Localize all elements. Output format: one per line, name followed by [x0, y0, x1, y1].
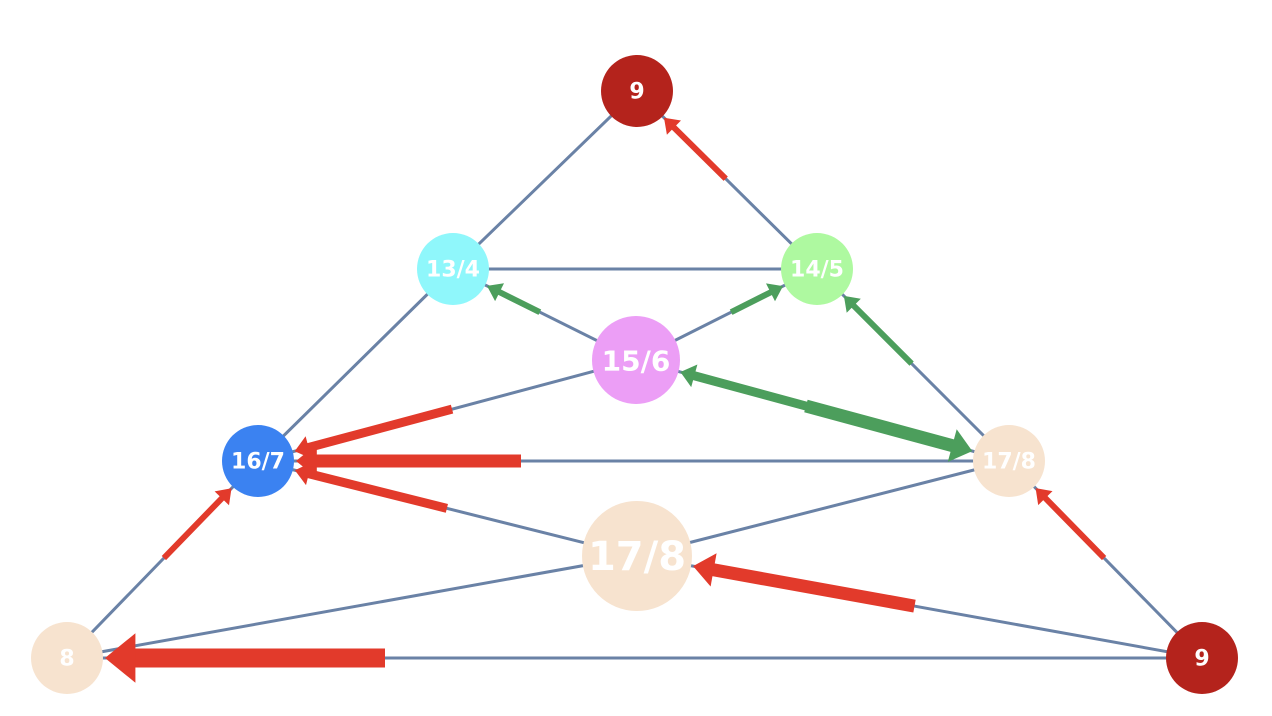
- node-label: 17/8: [982, 450, 1036, 475]
- flow-arrow-head: [843, 295, 861, 313]
- nodes-layer: 9 13/4 14/5 15/6 16/7 17/8 17/8 8 9: [31, 55, 1238, 694]
- flow-arrow-shaft: [850, 302, 914, 366]
- flow-arrow-mid-right-to-mid-left: [296, 444, 521, 478]
- node-center-lower: 17/8: [582, 501, 692, 611]
- flow-arrow-shaft: [729, 289, 773, 315]
- flow-arrow-upper-right-to-top: [664, 117, 728, 181]
- flow-arrow-head: [296, 444, 317, 478]
- node-circle: [781, 233, 853, 305]
- flow-arrow-center-lower-to-mid-left: [294, 462, 448, 513]
- node-circle: [222, 425, 294, 497]
- node-circle: [592, 316, 680, 404]
- node-top: 9: [601, 55, 673, 127]
- flow-arrow-center-upper-to-upper-right: [729, 283, 783, 315]
- edge-upper-left-to-mid-left: [256, 267, 455, 463]
- node-upper-left: 13/4: [417, 233, 489, 305]
- flow-arrow-head: [680, 364, 698, 388]
- node-circle: [31, 622, 103, 694]
- node-label: 17/8: [588, 534, 686, 580]
- flow-arrow-head: [664, 117, 681, 135]
- node-circle: [1166, 622, 1238, 694]
- flow-arrow-head: [487, 283, 504, 302]
- node-label: 9: [629, 80, 644, 105]
- node-circle: [973, 425, 1045, 497]
- edge-center-lower-to-bottom-left: [66, 554, 638, 660]
- node-bottom-right: 9: [1166, 622, 1238, 694]
- flow-arrow-shaft: [671, 124, 728, 181]
- flow-arrow-bottom-left-to-mid-left: [161, 488, 232, 561]
- flow-arrow-shaft: [497, 289, 542, 315]
- flow-arrow-head: [947, 429, 973, 462]
- node-label: 15/6: [602, 345, 671, 378]
- edge-top-to-upper-left: [451, 89, 639, 271]
- node-label: 14/5: [790, 258, 844, 283]
- flow-arrow-shaft: [1042, 495, 1107, 561]
- flow-arrow-head: [105, 633, 136, 683]
- flow-arrow-head: [214, 488, 232, 506]
- flow-arrow-bottom-right-to-bottom-left: [105, 633, 385, 683]
- node-label: 13/4: [426, 258, 480, 283]
- flow-arrow-head: [766, 283, 783, 302]
- node-mid-right: 17/8: [973, 425, 1045, 497]
- node-circle: [582, 501, 692, 611]
- flow-arrow-bottom-right-to-mid-right: [1035, 488, 1107, 561]
- flow-arrow-bottom-right-to-center-lower: [693, 553, 916, 613]
- flow-arrow-shaft: [711, 563, 916, 613]
- node-mid-left: 16/7: [222, 425, 294, 497]
- flow-arrow-shaft: [306, 404, 454, 453]
- flow-arrow-center-upper-to-mid-left: [294, 404, 454, 459]
- flow-arrow-shaft: [692, 371, 837, 419]
- flow-arrow-head: [1035, 488, 1053, 506]
- node-circle: [601, 55, 673, 127]
- node-label: 8: [59, 647, 74, 672]
- node-label: 9: [1194, 647, 1209, 672]
- node-label: 16/7: [231, 450, 285, 475]
- node-circle: [417, 233, 489, 305]
- flows-layer: [105, 117, 1107, 683]
- flow-arrow-mid-right-to-upper-right: [843, 295, 914, 366]
- edge-mid-right-to-center-lower: [636, 459, 1010, 558]
- flow-arrow-mid-right-to-center-upper: [680, 364, 837, 419]
- flow-arrow-shaft: [306, 469, 448, 513]
- node-upper-right: 14/5: [781, 233, 853, 305]
- flow-arrow-shaft: [161, 495, 225, 561]
- node-center-upper: 15/6: [592, 316, 680, 404]
- node-bottom-left: 8: [31, 622, 103, 694]
- flow-arrow-center-upper-to-upper-left: [487, 283, 542, 315]
- flow-arrow-head: [294, 462, 312, 486]
- flow-arrow-head: [693, 553, 717, 587]
